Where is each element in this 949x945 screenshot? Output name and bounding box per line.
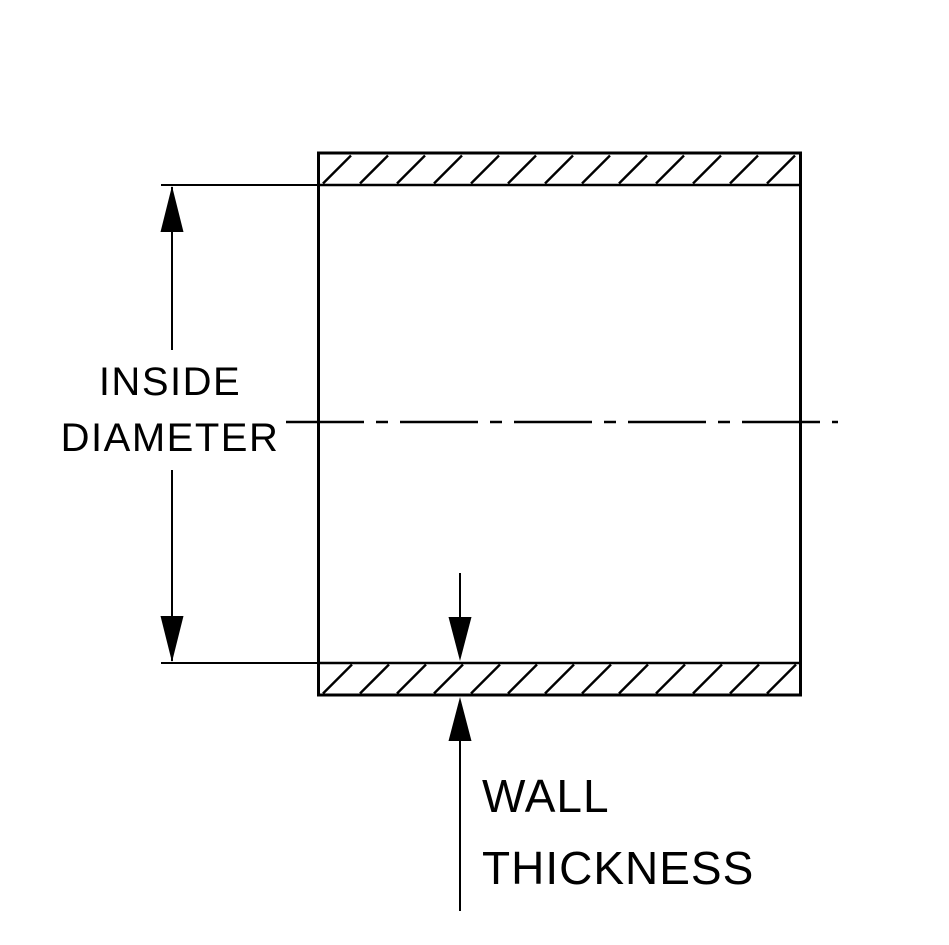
hatch-line (470, 663, 501, 695)
inside-diameter-arrow-up (160, 186, 184, 232)
hatch-line (692, 663, 723, 695)
inside-diameter-label-line1: INSIDE (99, 360, 241, 404)
hatch-line (359, 154, 389, 185)
inside-diameter-label-line2: DIAMETER (61, 416, 280, 460)
hatch-line (396, 663, 427, 695)
hatch-line (322, 663, 353, 695)
hatch-line (544, 154, 574, 185)
hatch-line (618, 154, 648, 185)
hatch-line (507, 663, 538, 695)
wall-thickness-label-line1: WALL (482, 770, 610, 822)
top-wall-hatch (322, 154, 796, 185)
hatch-line (655, 663, 686, 695)
hatch-line (470, 154, 500, 185)
hatch-line (766, 154, 796, 185)
hatch-line (581, 154, 611, 185)
wall-thickness-label-line2: THICKNESS (482, 842, 754, 894)
wall-thickness-arrow-up (448, 697, 472, 741)
hatch-line (618, 663, 649, 695)
hatch-line (729, 154, 759, 185)
hatch-line (692, 154, 722, 185)
hatch-line (729, 663, 760, 695)
hatch-line (396, 154, 426, 185)
hatch-line (359, 663, 390, 695)
bottom-wall-hatch (322, 663, 797, 695)
wall-thickness-arrow-down (448, 617, 472, 661)
hatch-line (766, 663, 797, 695)
tube-outline (317, 151, 802, 697)
hatch-line (322, 154, 352, 185)
hatch-line (655, 154, 685, 185)
hatch-line (544, 663, 575, 695)
inside-diameter-arrow-down (160, 616, 184, 662)
hatch-line (507, 154, 537, 185)
hatch-line (433, 663, 464, 695)
hatch-line (433, 154, 463, 185)
hatch-line (581, 663, 612, 695)
